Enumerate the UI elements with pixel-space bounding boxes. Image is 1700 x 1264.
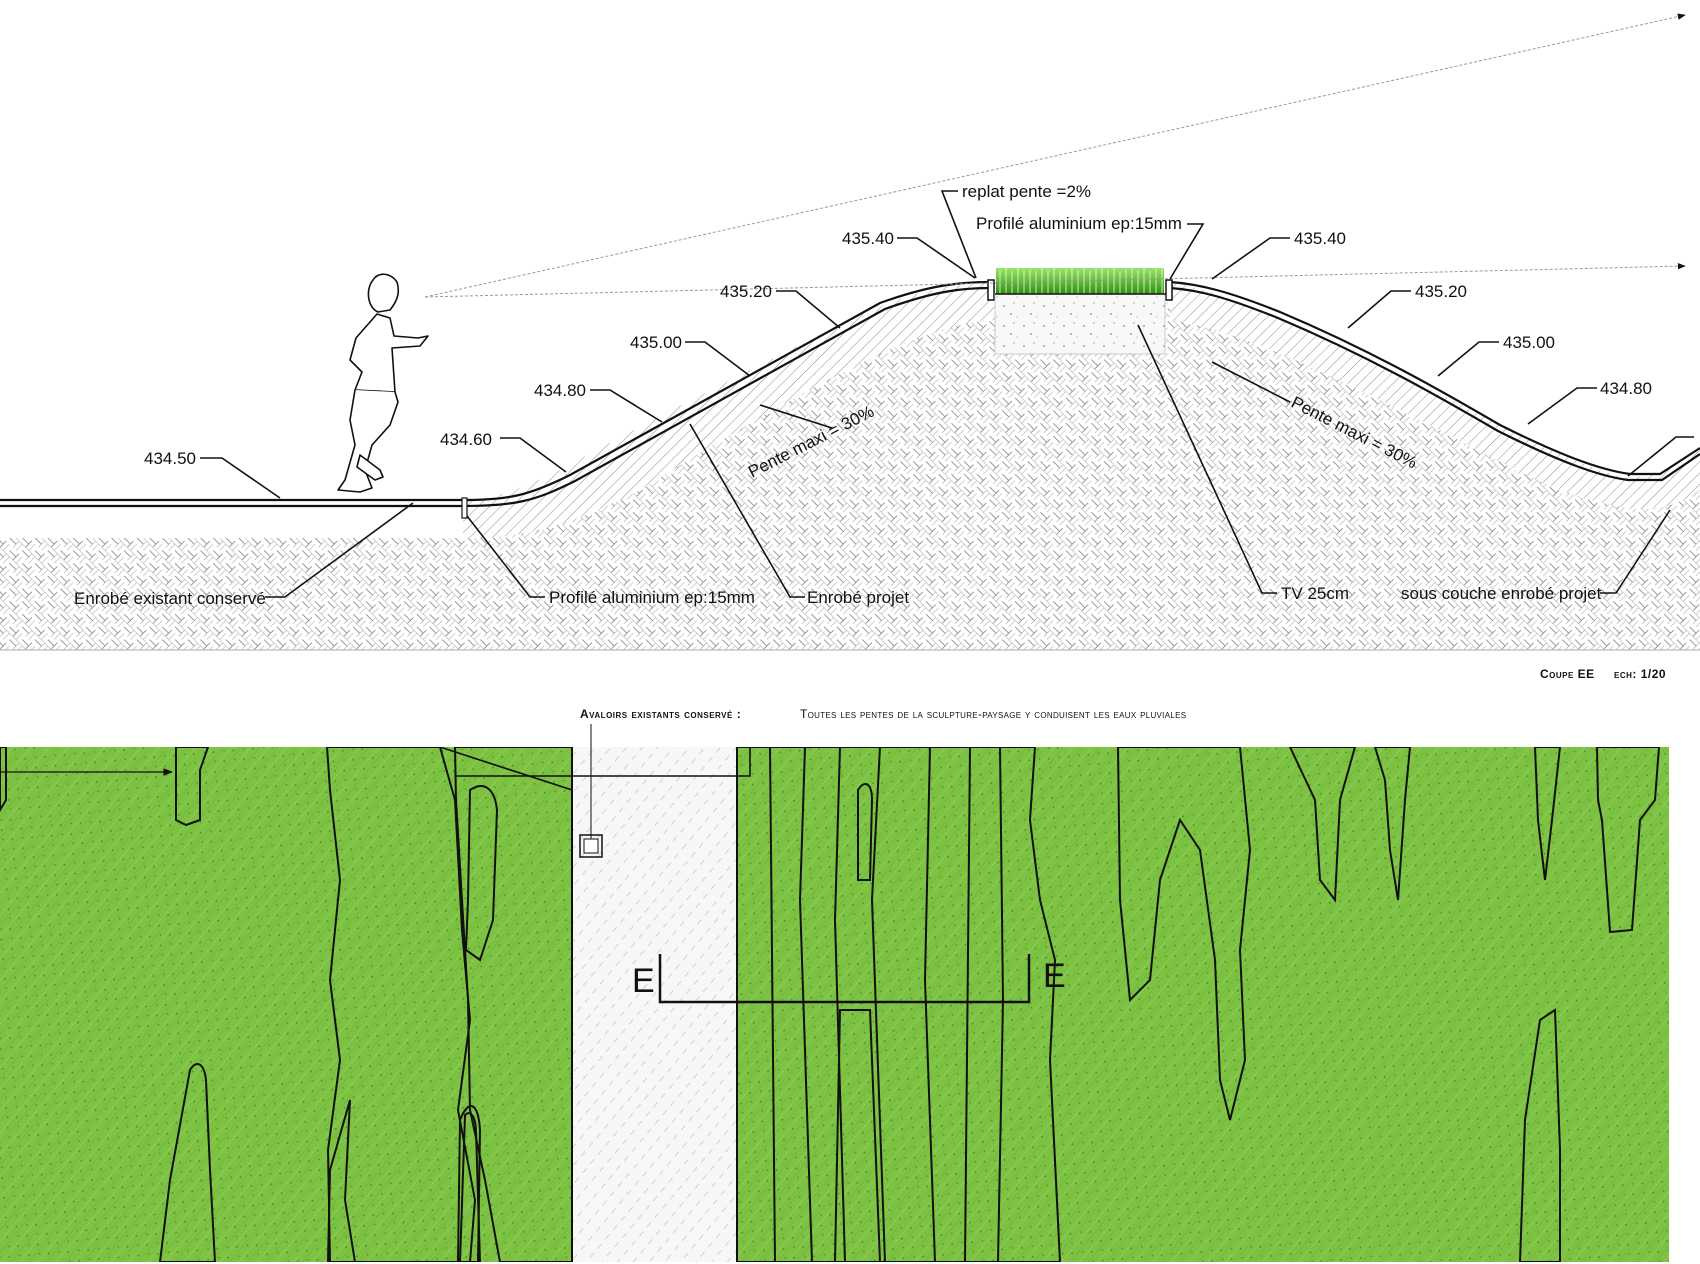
leader-edge-right — [1627, 436, 1694, 477]
section-cut-mark: E E — [632, 954, 1066, 1004]
elevation-435-20-left: 435.20 — [720, 282, 772, 301]
plan-drawing: E E — [0, 724, 1669, 1262]
leader-profile-top — [1169, 223, 1205, 280]
note-existing-asphalt: Enrobé existant conservé — [74, 589, 266, 608]
leader-project-asphalt — [689, 423, 805, 598]
note-profile-bottom: Profilé aluminium ep:15mm — [549, 588, 755, 607]
leader-435-40-left — [897, 237, 976, 279]
leader-435-00-right — [1437, 341, 1499, 377]
leader-existing — [265, 502, 414, 598]
plan-caption-bold: Avaloirs existants conservé : — [580, 707, 741, 721]
aluminium-profile-base — [461, 497, 468, 519]
leader-replat — [940, 190, 977, 279]
runner-figure — [337, 273, 429, 493]
leader-topsoil — [1137, 324, 1277, 594]
sightline-upper — [424, 13, 1686, 298]
leader-435-20-right — [1347, 290, 1411, 329]
aluminium-profile-right — [1165, 279, 1173, 301]
topsoil-box — [994, 293, 1166, 355]
leader-434-60 — [500, 437, 567, 473]
elevation-434-80-right: 434.80 — [1600, 379, 1652, 398]
section-title: Coupe EE — [1540, 667, 1595, 681]
note-project-asphalt: Enrobé projet — [807, 588, 909, 607]
note-replat: replat pente =2% — [962, 182, 1091, 201]
sculpture-band-right — [1116, 747, 1252, 1121]
elevation-434-50: 434.50 — [144, 449, 196, 468]
aluminium-profile-left — [987, 279, 995, 301]
leader-435-40-right — [1211, 237, 1290, 280]
plan-guide-line — [455, 747, 751, 777]
leader-434-80-left — [590, 389, 663, 423]
section-drawing: 434.50 434.60 434.80 435.00 435.20 435.4… — [0, 13, 1700, 681]
leader-435-00-left — [685, 341, 751, 377]
existing-path — [572, 747, 737, 1262]
sightline-lower — [424, 262, 1686, 298]
elevation-435-40-left: 435.40 — [842, 229, 894, 248]
elevation-434-60: 434.60 — [440, 430, 492, 449]
plan-caption-text: Toutes les pentes de la sculpture-paysag… — [800, 707, 1186, 721]
leader-434-80-right — [1527, 387, 1597, 425]
note-sublayer: sous couche enrobé projet — [1401, 584, 1602, 603]
section-mark-left: E — [632, 962, 655, 1000]
plan-caption: Avaloirs existants conservé : Toutes les… — [580, 707, 1186, 721]
note-topsoil: TV 25cm — [1281, 584, 1349, 603]
existing-subgrade — [0, 538, 1700, 650]
asphalt-layer — [463, 283, 995, 539]
sculpture-band-left — [325, 747, 477, 1262]
sculpture-band-center — [736, 747, 1062, 1262]
leader-profile-bottom — [466, 515, 545, 598]
elevation-435-00-right: 435.00 — [1503, 333, 1555, 352]
mound-core — [463, 300, 1700, 538]
leader-434-50 — [200, 457, 281, 499]
section-scale: ech: 1/20 — [1614, 667, 1666, 681]
drain-icon — [579, 834, 603, 858]
section-mark-right: E — [1043, 957, 1066, 995]
note-profile-top: Profilé aluminium ep:15mm — [976, 214, 1182, 233]
lawn-area — [0, 747, 1669, 1262]
elevation-435-00-left: 435.00 — [630, 333, 682, 352]
leader-sublayer — [1600, 509, 1671, 594]
elevation-434-80-left: 434.80 — [534, 381, 586, 400]
elevation-435-20-right: 435.20 — [1415, 282, 1467, 301]
gravel-tongue — [1595, 747, 1661, 934]
leader-435-20-left — [776, 290, 841, 329]
elevation-435-40-right: 435.40 — [1294, 229, 1346, 248]
